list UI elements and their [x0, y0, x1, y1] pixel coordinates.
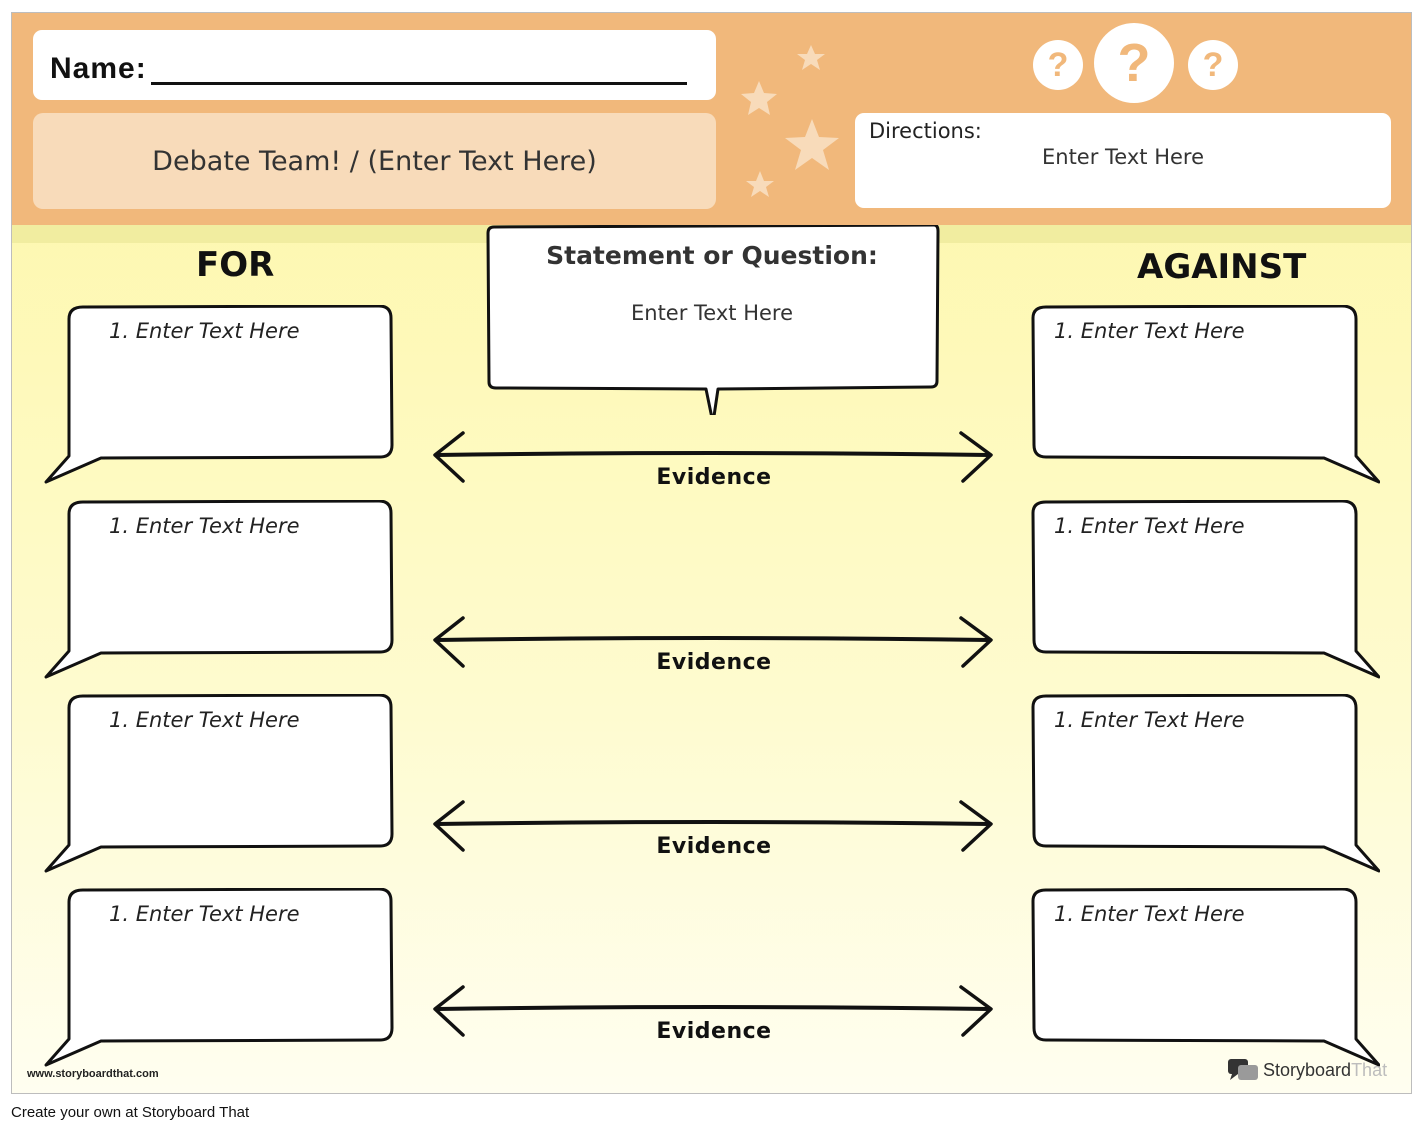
question-mark-icon: ? [1033, 40, 1083, 90]
against-item-text: 1. Enter Text Here [1054, 902, 1245, 926]
directions-box: Directions: Enter Text Here [855, 113, 1391, 208]
brand-name-storyboard: Storyboard [1263, 1059, 1352, 1080]
directions-label: Directions: [869, 119, 982, 143]
against-item-text: 1. Enter Text Here [1054, 319, 1245, 343]
speech-bubble-left-icon [44, 305, 394, 484]
question-mark-icon: ? [1094, 23, 1174, 103]
star-icon [785, 119, 839, 170]
evidence-arrow: Evidence [433, 429, 995, 490]
speech-bubble-right-icon [1031, 305, 1380, 484]
for-bubble[interactable]: 1. Enter Text Here [43, 305, 403, 485]
against-bubble[interactable]: 1. Enter Text Here [1020, 305, 1380, 485]
against-item-text: 1. Enter Text Here [1054, 708, 1245, 732]
speech-bubble-left-icon [44, 888, 394, 1067]
double-arrow-icon [433, 431, 993, 483]
speech-bubble-right-icon [1031, 694, 1380, 873]
create-own-link[interactable]: Create your own at Storyboard That [11, 1104, 250, 1121]
star-icon [741, 81, 777, 115]
double-arrow-icon [433, 800, 993, 852]
star-icon [797, 45, 825, 70]
against-heading: AGAINST [1137, 247, 1307, 287]
double-arrow-icon [433, 616, 993, 668]
question-mark-icon: ? [1188, 40, 1238, 90]
evidence-label: Evidence [656, 650, 772, 675]
for-bubble[interactable]: 1. Enter Text Here [43, 500, 403, 680]
star-icon [746, 171, 774, 197]
statement-title: Statement or Question: [546, 241, 878, 270]
worksheet-title[interactable]: Debate Team! / (Enter Text Here) [33, 113, 716, 209]
site-url[interactable]: www.storyboardthat.com [27, 1068, 159, 1080]
double-arrow-icon [433, 985, 993, 1037]
name-label: Name: [50, 52, 147, 85]
against-bubble[interactable]: 1. Enter Text Here [1020, 500, 1380, 680]
speech-bubble-right-icon [1031, 888, 1380, 1067]
directions-text[interactable]: Enter Text Here [1042, 145, 1204, 169]
speech-bubble-left-icon [44, 694, 394, 873]
speech-bubble-right-icon [1031, 500, 1380, 679]
for-item-text: 1. Enter Text Here [109, 708, 300, 732]
stars-decoration [741, 45, 839, 197]
speech-bubbles-logo-icon [1228, 1059, 1258, 1080]
evidence-label: Evidence [656, 465, 772, 490]
evidence-arrow: Evidence [433, 798, 995, 859]
name-line[interactable] [151, 82, 687, 85]
for-bubble[interactable]: 1. Enter Text Here [43, 888, 403, 1068]
for-heading: FOR [196, 245, 275, 285]
worksheet: Name: Debate Team! / (Enter Text Here) ?… [11, 12, 1412, 1094]
against-bubble[interactable]: 1. Enter Text Here [1020, 694, 1380, 874]
statement-text[interactable]: Enter Text Here [631, 301, 793, 325]
for-item-text: 1. Enter Text Here [109, 514, 300, 538]
evidence-arrow: Evidence [433, 614, 995, 675]
speech-bubble-left-icon [44, 500, 394, 679]
header-panel: Name: Debate Team! / (Enter Text Here) ?… [12, 13, 1411, 225]
statement-bubble[interactable]: Statement or Question: Enter Text Here [486, 225, 942, 415]
for-item-text: 1. Enter Text Here [109, 319, 300, 343]
evidence-label: Evidence [656, 1019, 772, 1044]
against-bubble[interactable]: 1. Enter Text Here [1020, 888, 1380, 1068]
for-item-text: 1. Enter Text Here [109, 902, 300, 926]
evidence-label: Evidence [656, 834, 772, 859]
for-bubble[interactable]: 1. Enter Text Here [43, 694, 403, 874]
statement-bubble-shape [486, 225, 940, 415]
name-box: Name: [33, 30, 716, 100]
against-item-text: 1. Enter Text Here [1054, 514, 1245, 538]
evidence-arrow: Evidence [433, 983, 995, 1044]
brand-name-that: That [1351, 1059, 1388, 1080]
